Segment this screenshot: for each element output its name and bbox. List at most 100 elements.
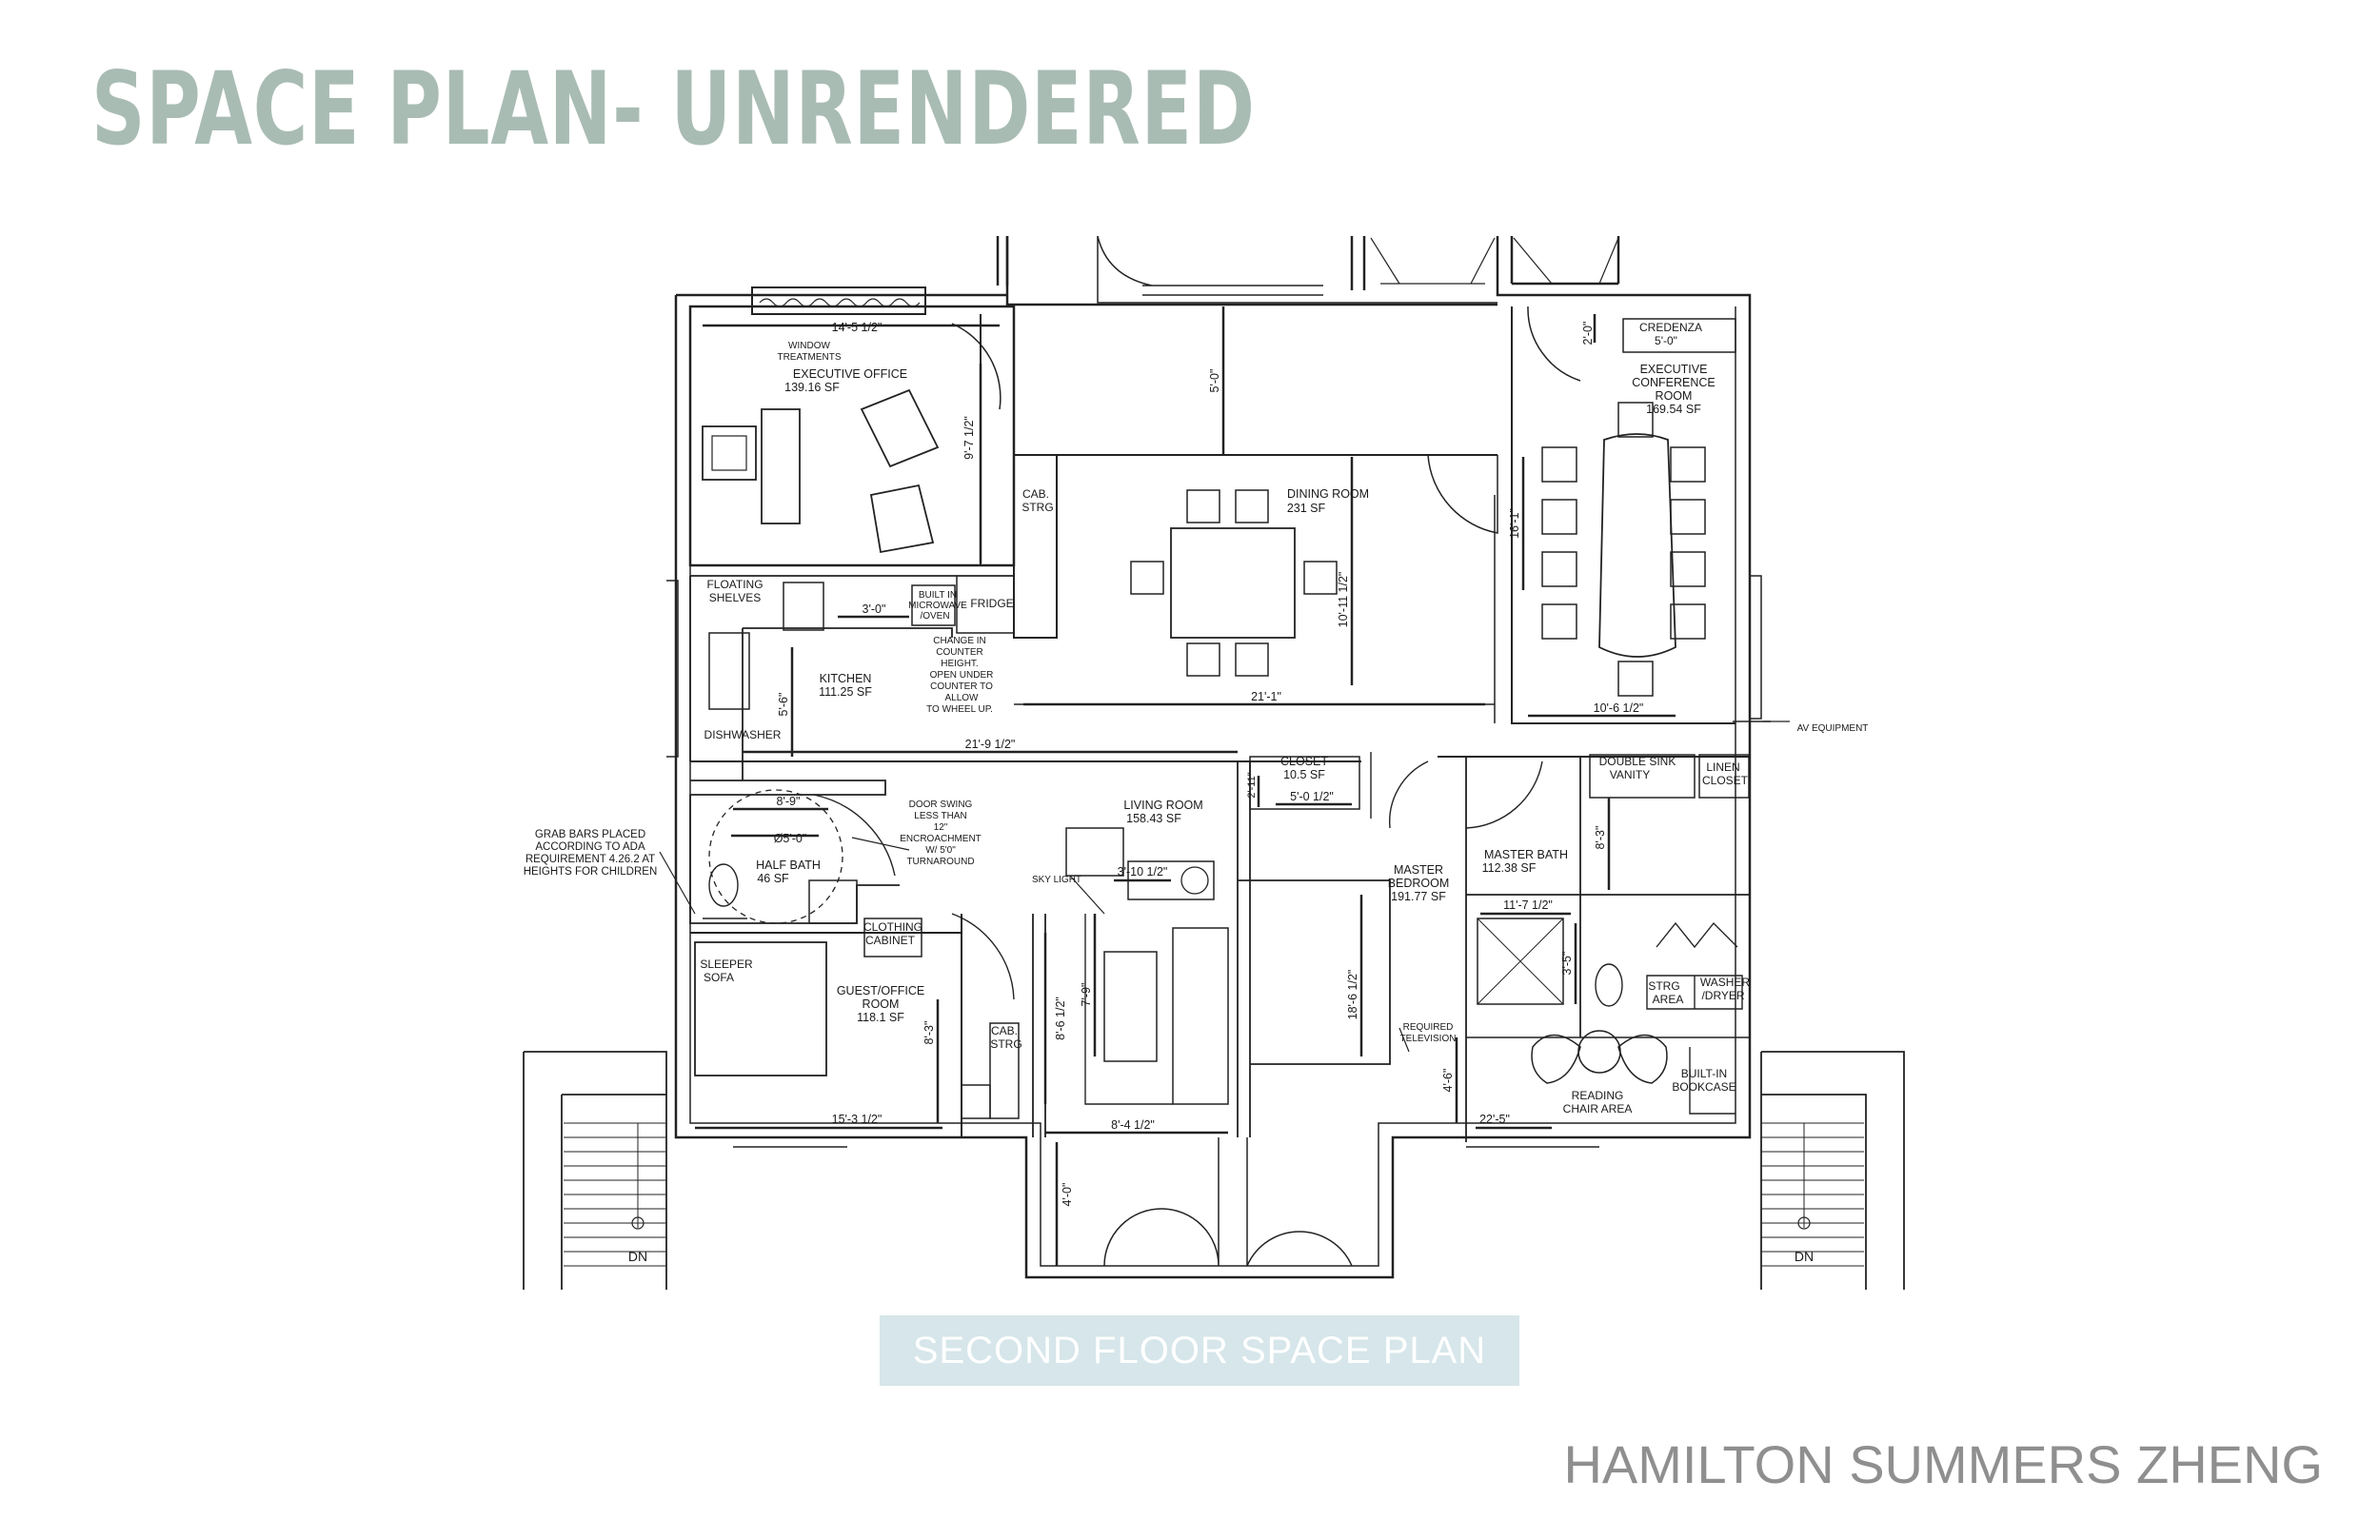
- label-master-bedroom-2: BEDROOM: [1388, 877, 1450, 890]
- note-grab-bars-3: REQUIREMENT 4.26.2 AT: [526, 854, 655, 865]
- note-reading-1: READING: [1572, 1089, 1624, 1102]
- label-dining-room: DINING ROOM: [1287, 487, 1369, 501]
- dim-2-11: 2'-11": [1246, 772, 1258, 798]
- note-sleeper-2: SOFA: [704, 971, 734, 984]
- note-sleeper-1: SLEEPER: [700, 958, 753, 971]
- note-grab-bars-4: HEIGHTS FOR CHILDREN: [524, 866, 658, 878]
- label-half-bath-area: 46 SF: [757, 872, 789, 885]
- label-kitchen: KITCHEN: [820, 672, 872, 685]
- dim-8-3-bath: 8'-3": [1594, 826, 1607, 850]
- note-strg-area-2: AREA: [1653, 993, 1684, 1006]
- label-kitchen-area: 111.25 SF: [819, 685, 872, 699]
- dim-8-3-guest: 8'-3": [922, 1021, 936, 1045]
- note-cab-strg-1: CAB.: [1022, 487, 1049, 501]
- dim-8-6: 8'-6 1/2": [1054, 997, 1067, 1040]
- plan-caption: SECOND FLOOR SPACE PLAN: [880, 1315, 1519, 1386]
- dim-4-6: 4'-6": [1441, 1069, 1455, 1093]
- note-dn-left: DN: [628, 1249, 647, 1264]
- note-clothing-cabinet-1: CLOTHING: [863, 920, 922, 934]
- dim-8-4: 8'-4 1/2": [1111, 1118, 1155, 1132]
- dim-2-0: 2'-0": [1581, 322, 1595, 346]
- note-required-tv-2: TELEVISION: [1400, 1034, 1457, 1044]
- dim-21-9: 21'-9 1/2": [965, 738, 1016, 751]
- label-closet-area: 10.5 SF: [1283, 768, 1325, 781]
- note-grab-bars-1: GRAB BARS PLACED: [535, 829, 645, 840]
- label-living-room-area: 158.43 SF: [1126, 812, 1181, 825]
- note-door-swing-5: W/ 5'0": [925, 845, 956, 856]
- note-credenza-size: 5'-0": [1655, 334, 1677, 347]
- note-linen-2: CLOSET: [1702, 774, 1749, 787]
- dim-10-11: 10'-11 1/2": [1337, 572, 1350, 628]
- note-fridge: FRIDGE: [970, 597, 1013, 610]
- note-counter-7: TO WHEEL UP.: [926, 704, 993, 715]
- label-conference-area: 169.54 SF: [1646, 403, 1701, 416]
- note-window-treatments-1: WINDOW: [788, 341, 830, 351]
- dim-15-3: 15'-3 1/2": [832, 1113, 883, 1126]
- label-conference-1: EXECUTIVE: [1640, 363, 1708, 376]
- label-conference-3: ROOM: [1656, 389, 1693, 403]
- label-conference-2: CONFERENCE: [1632, 376, 1716, 389]
- label-master-bath: MASTER BATH: [1484, 848, 1568, 861]
- note-door-swing-6: TURNAROUND: [906, 857, 974, 867]
- label-master-bedroom-area: 191.77 SF: [1391, 890, 1446, 903]
- note-door-swing-4: ENCROACHMENT: [900, 834, 982, 844]
- label-master-bath-area: 112.38 SF: [1482, 861, 1537, 875]
- dim-11-7: 11'-7 1/2": [1503, 898, 1553, 912]
- label-executive-office-area: 139.16 SF: [784, 381, 840, 394]
- note-linen-1: LINEN: [1706, 760, 1739, 774]
- note-bookcase-2: BOOKCASE: [1672, 1080, 1735, 1094]
- dim-16-1: 16'-1": [1508, 508, 1521, 539]
- note-door-swing-1: DOOR SWING: [909, 800, 973, 810]
- note-grab-bars-2: ACCORDING TO ADA: [535, 841, 645, 853]
- note-door-swing-3: 12": [934, 822, 948, 833]
- author-name: HAMILTON SUMMERS ZHENG: [1563, 1434, 2323, 1494]
- note-required-tv-1: REQUIRED: [1403, 1022, 1454, 1033]
- dim-5-0-closet: 5'-0 1/2": [1290, 790, 1334, 803]
- note-av-equipment: AV EQUIPMENT: [1797, 723, 1869, 734]
- note-credenza: CREDENZA: [1639, 321, 1702, 334]
- dim-4-0: 4'-0": [1061, 1183, 1074, 1207]
- exterior-wall: [674, 236, 1752, 1279]
- dim-3-10: 3'-10 1/2": [1118, 865, 1168, 879]
- note-counter-2: COUNTER: [936, 647, 982, 658]
- note-built-in-1: BUILT IN: [919, 590, 957, 601]
- note-double-sink: DOUBLE SINK: [1599, 755, 1676, 768]
- note-washer-2: /DRYER: [1701, 989, 1744, 1002]
- dim-8-9: 8'-9": [777, 795, 801, 808]
- note-cab-strg-guest-2: STRG: [990, 1037, 1021, 1051]
- dim-22-5: 22'-5": [1479, 1113, 1510, 1126]
- label-closet: CLOSET: [1280, 755, 1328, 768]
- dim-5-0-corridor: 5'-0": [1208, 369, 1221, 393]
- dim-7-9: 7'-9": [1080, 983, 1093, 1007]
- dim-3-5: 3'-5": [1560, 952, 1574, 976]
- label-guest-office-2: ROOM: [863, 997, 900, 1011]
- note-clothing-cabinet-2: CABINET: [865, 934, 916, 947]
- dim-18-6: 18'-6 1/2": [1346, 970, 1359, 1020]
- note-dn-right: DN: [1795, 1249, 1814, 1264]
- note-cab-strg-guest-1: CAB.: [991, 1024, 1018, 1037]
- note-counter-3: HEIGHT.: [941, 659, 978, 669]
- note-bookcase-1: BUILT-IN: [1681, 1067, 1727, 1080]
- note-cab-strg-2: STRG: [1021, 501, 1053, 514]
- note-counter-4: OPEN UNDER: [930, 670, 994, 681]
- note-door-swing-2: LESS THAN: [914, 811, 966, 821]
- note-window-treatments-2: TREATMENTS: [777, 352, 841, 363]
- page-title: SPACE PLAN- UNRENDERED: [91, 50, 1256, 168]
- note-strg-area-1: STRG: [1648, 979, 1679, 993]
- note-floating-shelves-2: SHELVES: [709, 591, 761, 604]
- dim-5-6: 5'-6": [777, 693, 790, 717]
- note-vanity: VANITY: [1610, 768, 1650, 781]
- note-built-in-3: /OVEN: [920, 611, 949, 622]
- dim-21-1: 21'-1": [1251, 690, 1281, 703]
- dim-5-0-circle: Ø5'-0": [774, 832, 807, 845]
- label-dining-room-area: 231 SF: [1287, 502, 1326, 515]
- note-floating-shelves-1: FLOATING: [706, 578, 763, 591]
- note-dishwasher: DISHWASHER: [704, 728, 782, 741]
- dim-3-0: 3'-0": [863, 602, 886, 616]
- note-sky-light: SKY LIGHT: [1032, 875, 1081, 885]
- label-half-bath: HALF BATH: [756, 859, 821, 872]
- label-living-room: LIVING ROOM: [1123, 799, 1202, 812]
- dim-14-5: 14'-5 1/2": [832, 321, 883, 334]
- note-counter-6: ALLOW: [944, 693, 979, 703]
